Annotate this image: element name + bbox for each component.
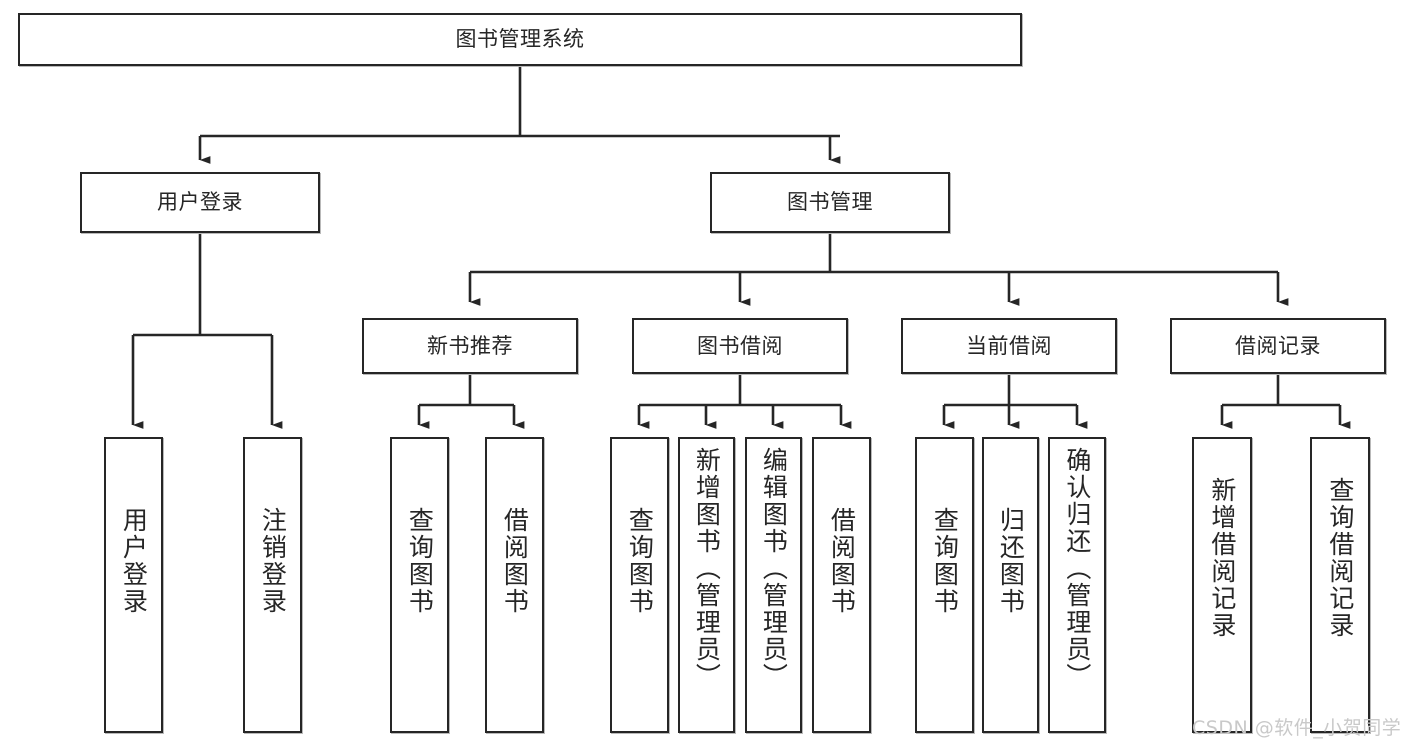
node-book-management[interactable]: 图书管理 [710,172,950,233]
node-label: 新增图书（管理员） [692,447,722,690]
node-label: 借阅记录 [1235,333,1321,358]
node-label: 图书管理系统 [455,27,585,52]
node-label: 用户登录 [157,190,243,215]
leaf-add-book-admin[interactable]: 新增图书（管理员） [678,437,735,733]
node-root-system[interactable]: 图书管理系统 [18,13,1022,66]
leaf-query-book-1[interactable]: 查询图书 [390,437,449,733]
leaf-query-book-3[interactable]: 查询图书 [915,437,974,733]
node-label: 归还图书 [996,507,1026,615]
node-new-book-recommendation[interactable]: 新书推荐 [362,318,578,374]
node-label: 当前借阅 [966,333,1052,358]
leaf-edit-book-admin[interactable]: 编辑图书（管理员） [745,437,802,733]
node-user-login[interactable]: 用户登录 [80,172,320,233]
node-label: 新书推荐 [427,333,513,358]
node-label: 查询图书 [930,507,960,615]
leaf-user-login[interactable]: 用户登录 [104,437,163,733]
node-label: 新增借阅记录 [1207,477,1237,639]
node-book-borrowing[interactable]: 图书借阅 [632,318,848,374]
node-label: 借阅图书 [827,507,857,615]
node-label: 注销登录 [258,507,288,615]
node-label: 用户登录 [119,507,149,615]
node-label: 确认归还（管理员） [1062,447,1092,690]
leaf-logout[interactable]: 注销登录 [243,437,302,733]
node-label: 图书管理 [787,190,873,215]
leaf-return-book[interactable]: 归还图书 [982,437,1039,733]
node-label: 借阅图书 [500,507,530,615]
node-label: 查询借阅记录 [1325,477,1355,639]
leaf-query-book-2[interactable]: 查询图书 [610,437,669,733]
node-label: 图书借阅 [697,333,783,358]
node-current-borrowing[interactable]: 当前借阅 [901,318,1117,374]
leaf-query-borrow-record[interactable]: 查询借阅记录 [1310,437,1370,733]
node-borrow-records[interactable]: 借阅记录 [1170,318,1386,374]
node-label: 编辑图书（管理员） [759,447,789,690]
csdn-watermark: CSDN @软件_小贺同学 [1192,717,1402,739]
node-label: 查询图书 [625,507,655,615]
node-label: 查询图书 [405,507,435,615]
leaf-add-borrow-record[interactable]: 新增借阅记录 [1192,437,1252,733]
leaf-confirm-return-admin[interactable]: 确认归还（管理员） [1048,437,1106,733]
leaf-borrow-book-1[interactable]: 借阅图书 [485,437,544,733]
leaf-borrow-book-2[interactable]: 借阅图书 [812,437,871,733]
